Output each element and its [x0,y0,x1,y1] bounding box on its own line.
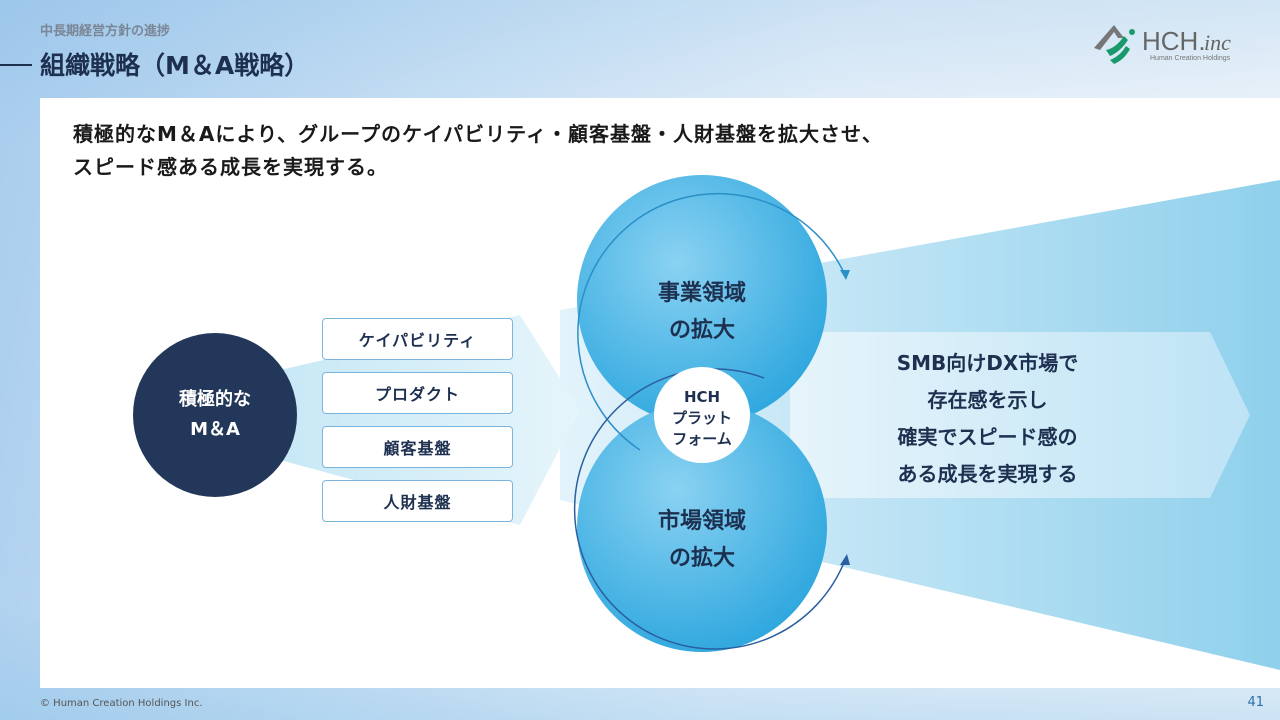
platform-circle [654,367,750,463]
item-talent-base: 人財基盤 [322,480,513,522]
page-title: 組織戦略（M＆A戦略） [40,51,310,80]
result-statement: SMB向けDX市場で存在感を示し確実でスピード感のある成長を実現する [896,351,1079,486]
svg-text:Human Creation Holdings: Human Creation Holdings [1150,55,1231,62]
source-circle [133,333,297,497]
arrowhead-bottom [840,554,850,565]
arrowhead-top [840,270,850,280]
item-customer-base: 顧客基盤 [322,426,513,468]
company-logo: HCH. inc Human Creation Holdings [1094,25,1231,64]
copyright: © Human Creation Holdings Inc. [40,698,203,709]
section-subtitle: 中長期経営方針の進捗 [40,24,171,39]
item-capability: ケイパビリティ [322,318,513,360]
cycle-arrow-bottom [573,368,846,650]
lead-statement: 積極的なM＆Aにより、グループのケイパビリティ・顧客基盤・人財基盤を拡大させ、ス… [73,118,883,184]
ma-flow-wedge [280,315,580,525]
lead-line-2: スピード感ある成長を実現する。 [73,155,388,179]
business-domain-label: 事業領域の拡大 [657,281,746,343]
market-domain-label: 市場領域の拡大 [657,509,746,571]
result-arrow [790,332,1250,498]
svg-text:inc: inc [1204,30,1231,55]
title-rule [0,64,32,66]
svg-text:HCH.: HCH. [1142,26,1206,56]
lead-line-1: 積極的なM＆Aにより、グループのケイパビリティ・顧客基盤・人財基盤を拡大させ、 [73,122,883,146]
item-product: プロダクト [322,372,513,414]
market-domain-circle [577,402,827,652]
business-domain-circle [577,175,827,425]
page-number: 41 [1247,695,1264,710]
cycle-arrow-top [577,192,846,451]
